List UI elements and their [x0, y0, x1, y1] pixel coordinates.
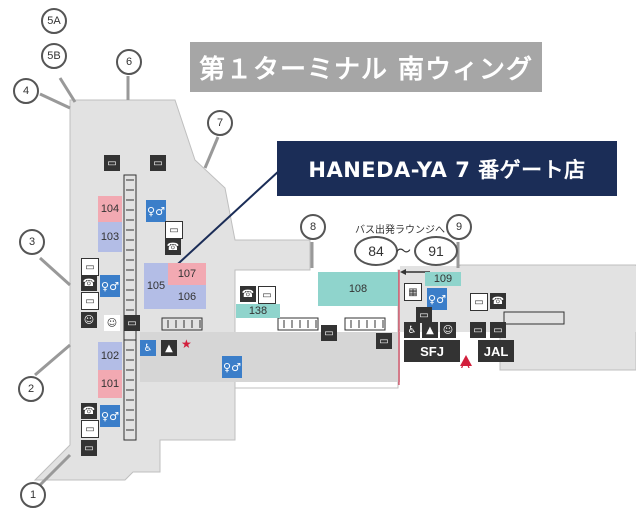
map-title: 第１ターミナル 南ウィング: [190, 42, 542, 92]
atm-icon: ▭: [470, 293, 488, 311]
smoking-icon: ▲: [422, 322, 438, 338]
phone-icon: ☎: [81, 275, 97, 291]
restroom-icon: ♀♂: [427, 288, 447, 310]
gate-6[interactable]: 6: [116, 49, 142, 75]
info-icon: ▭: [376, 333, 392, 349]
accessible-restroom-icon: ♿: [404, 322, 420, 338]
escalator-row: [161, 311, 565, 331]
room-138[interactable]: 138: [236, 304, 280, 318]
gate-connector-5a: [58, 77, 77, 103]
gate-8[interactable]: 8: [300, 214, 326, 240]
wheelchair-icon: ♿: [140, 340, 156, 356]
gate-1[interactable]: 1: [20, 482, 46, 508]
phone-icon: ☎: [165, 239, 181, 255]
baby-icon: ☺: [440, 322, 456, 338]
info-icon: ▭: [490, 322, 506, 338]
room-108[interactable]: 108: [318, 272, 398, 306]
restroom-icon: ♀♂: [222, 356, 242, 378]
room-104[interactable]: 104: [98, 196, 122, 222]
info-icon: ▭: [470, 322, 486, 338]
atm-icon: ▭: [258, 286, 276, 304]
gate-2[interactable]: 2: [18, 376, 44, 402]
floor-area: [33, 99, 636, 481]
gate-5a[interactable]: 5A: [41, 8, 67, 34]
entrance-a-label: A: [461, 356, 470, 371]
phone-icon: ☎: [240, 286, 256, 302]
gate-5b[interactable]: 5B: [41, 43, 67, 69]
counter-sfj[interactable]: SFJ: [404, 340, 460, 362]
baby-icon: ☺: [104, 315, 120, 331]
restroom-icon: ♀♂: [146, 200, 166, 222]
gate-4[interactable]: 4: [13, 78, 39, 104]
room-103[interactable]: 103: [98, 222, 122, 252]
info-icon: ▭: [104, 155, 120, 171]
range-tilde: 〜: [396, 242, 412, 260]
atm-icon: ▭: [81, 420, 99, 438]
gate-connector-7: [203, 136, 220, 169]
bus-lounge-note: バス出発ラウンジへ: [355, 225, 445, 236]
gate-connector-1: [38, 453, 72, 487]
phone-icon: ☎: [81, 403, 97, 419]
info-icon: ▭: [81, 440, 97, 456]
restroom-icon: ♀♂: [100, 405, 120, 427]
gate-3[interactable]: 3: [19, 229, 45, 255]
atm-icon: ▭: [81, 258, 99, 276]
smoking-icon: ▦: [404, 283, 422, 301]
room-107[interactable]: 107: [168, 263, 206, 285]
room-109[interactable]: 109: [425, 272, 461, 286]
atm-icon: ▭: [165, 221, 183, 239]
star-icon: ★: [181, 337, 192, 351]
info-icon: ▭: [124, 315, 140, 331]
bus-gate-91[interactable]: 91: [414, 236, 458, 266]
room-101[interactable]: 101: [98, 370, 122, 398]
gate-connector-3: [38, 256, 72, 287]
gate-9[interactable]: 9: [446, 214, 472, 240]
room-102[interactable]: 102: [98, 342, 122, 370]
lower-concourse: [140, 332, 400, 382]
room-105[interactable]: 105: [144, 263, 168, 309]
gate-connector-2: [34, 343, 71, 377]
info-icon: ▭: [150, 155, 166, 171]
atm-icon: ▭: [81, 292, 99, 310]
restroom-icon: ♀♂: [100, 275, 120, 297]
bus-gate-84[interactable]: 84: [354, 236, 398, 266]
info-icon: ▭: [321, 325, 337, 341]
gate-connector-4: [39, 92, 71, 110]
baby-icon: ☺: [81, 312, 97, 328]
gate-7[interactable]: 7: [207, 110, 233, 136]
phone-icon: ☎: [490, 293, 506, 309]
room-106[interactable]: 106: [168, 285, 206, 309]
smoking-icon: ▲: [161, 340, 177, 356]
escalator-left: [123, 174, 137, 441]
entrance-marker: [460, 355, 472, 366]
info-icon: ▭: [416, 307, 432, 323]
shop-callout: HANEDA-YA 7 番ゲート店: [277, 141, 617, 196]
counter-jal[interactable]: JAL: [478, 340, 514, 362]
